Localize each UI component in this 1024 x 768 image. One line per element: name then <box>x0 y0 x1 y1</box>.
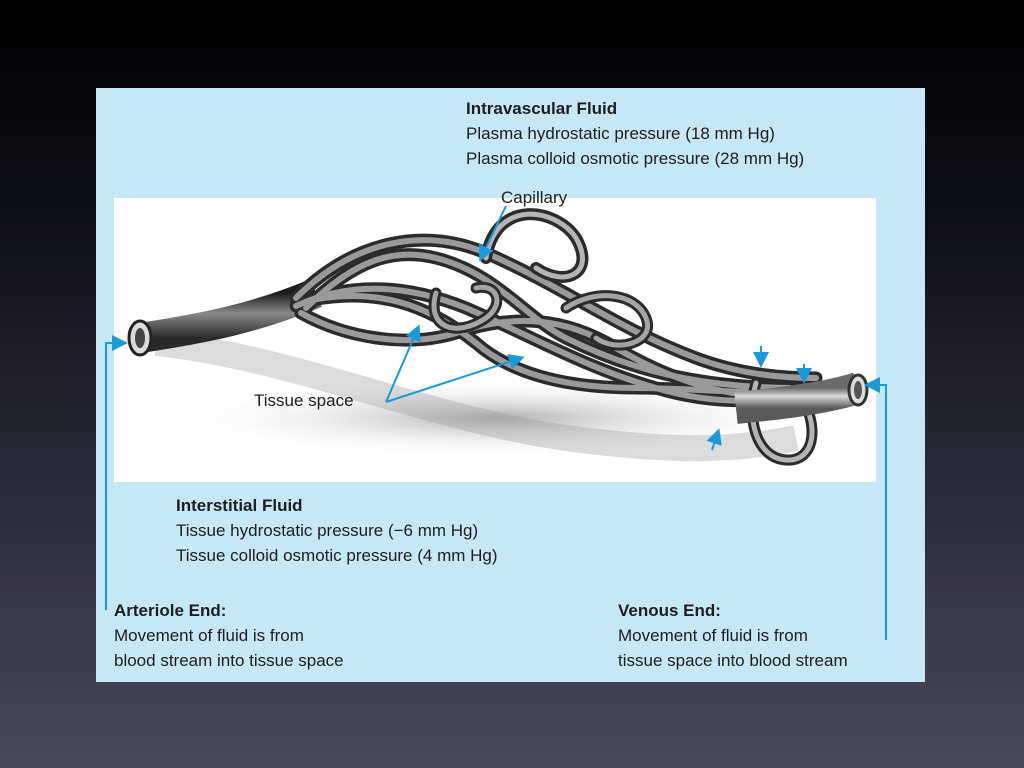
capillary-label: Capillary <box>501 188 568 207</box>
tissue-colloid-osmotic-pressure: Tissue colloid osmotic pressure (4 mm Hg… <box>176 546 498 565</box>
intravascular-fluid-block: Intravascular Fluid Plasma hydrostatic p… <box>466 96 804 171</box>
diagram-panel: Intravascular Fluid Plasma hydrostatic p… <box>96 88 925 682</box>
interstitial-heading: Interstitial Fluid <box>176 496 303 515</box>
interstitial-fluid-block: Interstitial Fluid Tissue hydrostatic pr… <box>176 493 498 568</box>
arteriole-end-block: Arteriole End: Movement of fluid is from… <box>114 598 344 673</box>
venous-heading: Venous End: <box>618 601 721 620</box>
plasma-colloid-osmotic-pressure: Plasma colloid osmotic pressure (28 mm H… <box>466 149 805 168</box>
venous-description-line2: tissue space into blood stream <box>618 651 848 670</box>
arteriole-description-line1: Movement of fluid is from <box>114 626 304 645</box>
venous-description-line1: Movement of fluid is from <box>618 626 808 645</box>
intravascular-heading: Intravascular Fluid <box>466 99 618 118</box>
plasma-hydrostatic-pressure: Plasma hydrostatic pressure (18 mm Hg) <box>466 124 775 143</box>
capillary-bed-illustration <box>105 205 887 640</box>
pointer-lines <box>105 205 887 640</box>
tissue-hydrostatic-pressure: Tissue hydrostatic pressure (−6 mm Hg) <box>176 521 479 540</box>
vessel-shadow-band <box>154 330 799 462</box>
tissue-space-label: Tissue space <box>254 391 354 410</box>
venous-end-block: Venous End: Movement of fluid is from ti… <box>618 598 848 673</box>
arteriole-heading: Arteriole End: <box>114 601 227 620</box>
vessel-shadow <box>166 378 826 458</box>
arteriole-description-line2: blood stream into tissue space <box>114 651 344 670</box>
